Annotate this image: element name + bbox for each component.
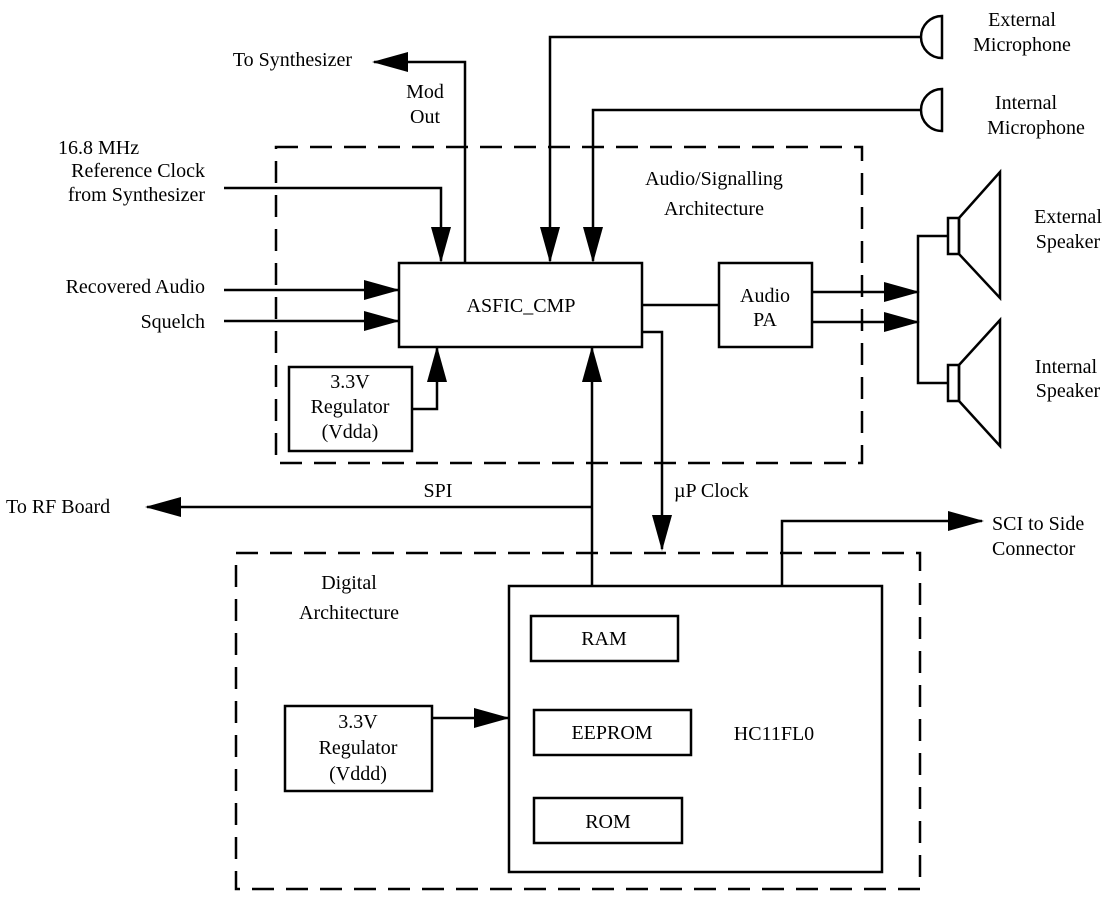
external-speaker-icon bbox=[946, 168, 1002, 302]
ext-mic-label-2: Microphone bbox=[973, 34, 1071, 56]
ext-spk-label-2: Speaker bbox=[1036, 231, 1101, 253]
sci-label-2: Connector bbox=[992, 538, 1076, 560]
eeprom-block bbox=[532, 708, 693, 757]
digital-region bbox=[234, 551, 922, 891]
eeprom-label: EEPROM bbox=[571, 722, 652, 744]
ext-spk-label-1: External bbox=[1034, 206, 1102, 228]
internal-microphone-icon bbox=[919, 87, 944, 133]
mod-out-label-1: Mod bbox=[406, 81, 444, 103]
digital-arch-label-1: Digital bbox=[321, 572, 377, 594]
audio-pa-label-1: Audio bbox=[740, 285, 790, 307]
ext-mic-line bbox=[540, 35, 921, 263]
vdda-regulator-block bbox=[287, 365, 414, 453]
digital-arch-label-2: Architecture bbox=[299, 602, 399, 624]
up-clock-label: µP Clock bbox=[674, 480, 749, 502]
to-synthesizer-label: To Synthesizer bbox=[233, 49, 352, 71]
to-rf-board-label: To RF Board bbox=[6, 496, 110, 518]
sci-label-1: SCI to Side bbox=[992, 513, 1084, 535]
vdda-label-3: (Vdda) bbox=[322, 421, 379, 443]
vdda-label-1: 3.3V bbox=[330, 371, 370, 393]
spi-label: SPI bbox=[424, 480, 453, 502]
ref-clock-label-3: from Synthesizer bbox=[68, 184, 206, 206]
vddd-label-3: (Vddd) bbox=[329, 763, 387, 785]
audio-pa-label-2: PA bbox=[753, 309, 777, 331]
ref-clock-line bbox=[224, 186, 451, 263]
mod-out-label-2: Out bbox=[410, 106, 440, 128]
audio-pa-block bbox=[717, 261, 814, 349]
audio-arch-label-2: Architecture bbox=[664, 198, 764, 220]
sci-line bbox=[780, 511, 984, 586]
squelch-label: Squelch bbox=[141, 311, 205, 333]
recovered-audio-label: Recovered Audio bbox=[66, 276, 205, 298]
vddd-label-2: Regulator bbox=[319, 737, 398, 759]
audio-signalling-region bbox=[274, 145, 864, 465]
ext-mic-label-1: External bbox=[988, 9, 1056, 31]
rom-label: ROM bbox=[585, 811, 631, 833]
int-mic-line bbox=[583, 108, 921, 263]
vdda-line bbox=[412, 346, 447, 411]
external-microphone-icon bbox=[919, 14, 944, 60]
audio-arch-label-1: Audio/Signalling bbox=[645, 168, 783, 190]
asfic-cmp-block bbox=[397, 261, 644, 349]
hc11-label: HC11FL0 bbox=[734, 723, 814, 745]
ram-block bbox=[529, 614, 680, 663]
vddd-label-1: 3.3V bbox=[338, 711, 378, 733]
int-mic-label-1: Internal bbox=[995, 92, 1058, 114]
internal-speaker-icon bbox=[946, 316, 1002, 450]
ram-label: RAM bbox=[581, 628, 627, 650]
speaker-bus-line bbox=[916, 234, 948, 385]
mod-out-line bbox=[372, 52, 467, 263]
int-mic-label-2: Microphone bbox=[987, 117, 1085, 139]
ref-clock-label-1: 16.8 MHz bbox=[58, 137, 139, 159]
rom-block bbox=[532, 796, 684, 845]
vddd-regulator-block bbox=[283, 704, 434, 793]
int-spk-label-2: Speaker bbox=[1036, 380, 1101, 402]
up-clock-line bbox=[642, 330, 672, 551]
vdda-label-2: Regulator bbox=[311, 396, 390, 418]
asfic-cmp-label: ASFIC_CMP bbox=[467, 295, 576, 317]
ref-clock-label-2: Reference Clock bbox=[71, 160, 205, 182]
int-spk-label-1: Internal bbox=[1035, 356, 1098, 378]
